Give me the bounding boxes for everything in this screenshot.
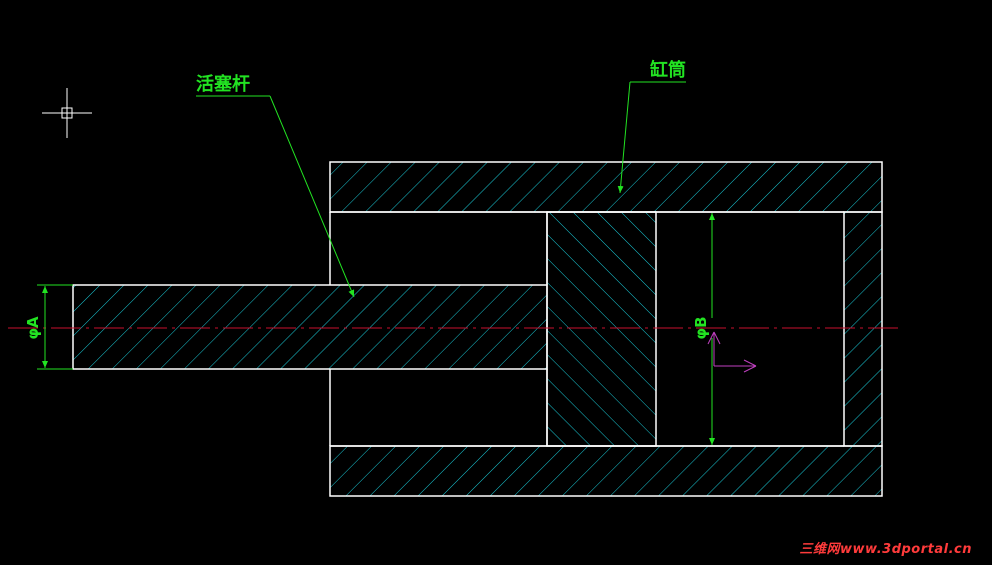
barrel-bottom-wall [329, 445, 883, 497]
ucs-icon [707, 331, 757, 373]
piston-head [546, 211, 657, 447]
dimension-bore-diameter: φB [692, 213, 715, 445]
watermark: 三维网www.3dportal.cn [799, 542, 972, 557]
barrel-end-cap [843, 211, 883, 447]
dimension-rod-diameter: φA [24, 284, 73, 370]
bore-diameter-label: φB [692, 316, 710, 339]
cylinder-barrel [329, 161, 883, 497]
barrel-top-wall [329, 161, 883, 213]
crosshair-cursor-icon[interactable] [42, 88, 92, 138]
piston-rod-label: 活塞杆 [196, 73, 250, 95]
cylinder-barrel-label: 缸筒 [650, 59, 686, 81]
callout-cylinder-barrel: 缸筒 [617, 59, 686, 194]
callout-piston-rod: 活塞杆 [196, 73, 355, 298]
rod-diameter-label: φA [24, 316, 42, 340]
piston-rod [72, 284, 548, 370]
piston-rod-assembly [72, 211, 844, 447]
